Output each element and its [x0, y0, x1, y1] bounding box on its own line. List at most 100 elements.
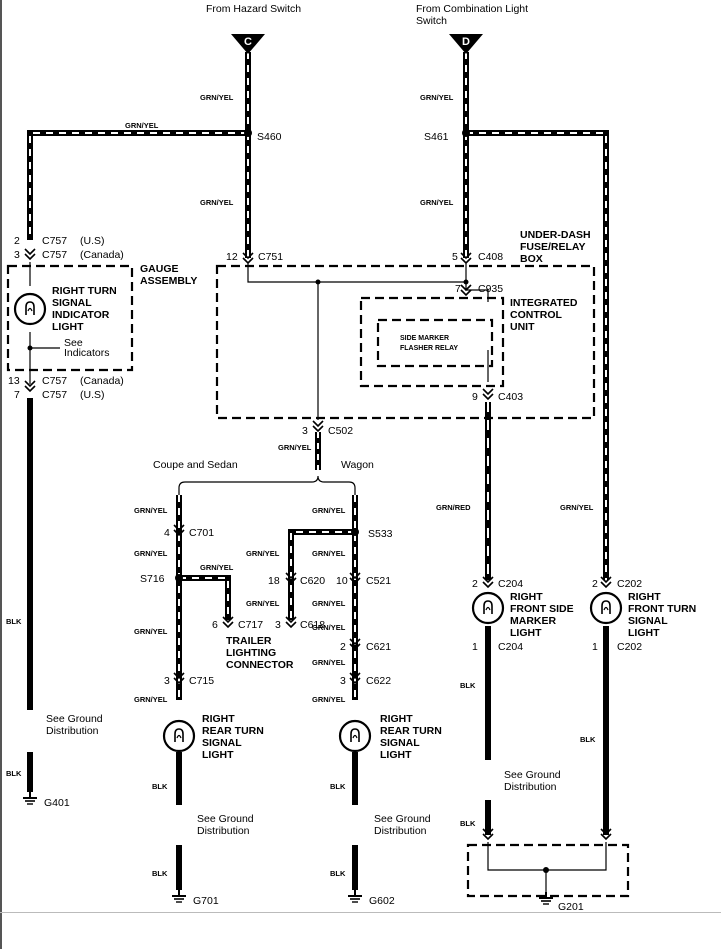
splice-label-s460: S460: [257, 131, 282, 143]
pin-label: 7: [14, 389, 20, 401]
wire-label: BLK: [330, 782, 346, 791]
rear-turn-coupe-label: LIGHT: [202, 749, 234, 761]
pin-label: 10: [336, 575, 348, 587]
wire-label: GRN/YEL: [200, 563, 234, 572]
wire-label: BLK: [460, 819, 476, 828]
wire-label: BLK: [6, 617, 22, 626]
ground-label-g701: G701: [193, 895, 219, 907]
connector-note: (U.S): [80, 389, 105, 401]
connector-label: C620: [300, 575, 325, 587]
wire-s461-to-front-turn: [466, 130, 609, 580]
connector-label: C202: [617, 578, 642, 590]
rear-turn-wagon-label: RIGHT: [380, 713, 413, 725]
wire-label: GRN/YEL: [278, 443, 312, 452]
wire-label: GRN/YEL: [312, 623, 346, 632]
connector-label: C202: [617, 641, 642, 653]
ground-distribution-note: Distribution: [504, 781, 557, 793]
rear-turn-wagon-label: SIGNAL: [380, 737, 420, 749]
wire-label: BLK: [152, 782, 168, 791]
pin-label: 6: [212, 619, 218, 631]
pin-label: 3: [302, 425, 308, 437]
pin-label: 3: [340, 675, 346, 687]
wire-label: BLK: [580, 735, 596, 744]
bulb-indicator-icon: [13, 292, 47, 326]
pin-label: 3: [14, 249, 20, 261]
wire-label: GRN/YEL: [420, 198, 454, 207]
connector-label: C757: [42, 375, 67, 387]
splice-label-s461: S461: [424, 131, 449, 143]
pin-label: 2: [340, 641, 346, 653]
trailer-connector-label: LIGHTING: [226, 647, 276, 659]
front-side-marker-label: RIGHT: [510, 591, 543, 603]
front-side-marker-label: FRONT SIDE: [510, 603, 574, 615]
wire-label: GRN/YEL: [134, 627, 168, 636]
connector-label: C403: [498, 391, 523, 403]
pin-label: 1: [472, 641, 478, 653]
icu-label: INTEGRATED: [510, 297, 578, 309]
pin-label: 7: [455, 283, 461, 295]
indicator-light-label: LIGHT: [52, 321, 84, 333]
pin-label: 2: [592, 578, 598, 590]
connector-label: C715: [189, 675, 214, 687]
gauge-assembly-label: GAUGE: [140, 263, 179, 275]
wire-label: GRN/YEL: [312, 658, 346, 667]
flasher-relay-label: FLASHER RELAY: [400, 345, 458, 352]
page-left-border: [0, 0, 2, 949]
connector-label: C204: [498, 578, 523, 590]
front-turn-signal-label: FRONT TURN: [628, 603, 696, 615]
source-combo-label-1: From Combination Light: [416, 3, 528, 15]
gauge-assembly-box: [6, 264, 134, 372]
source-c-triangle: C: [231, 34, 265, 54]
ground-distribution-note: Distribution: [197, 825, 250, 837]
wire-s460-to-indicator: [27, 130, 248, 240]
trailer-connector-label: TRAILER: [226, 635, 272, 647]
wire-label: BLK: [152, 869, 168, 878]
dashed-boxes: [6, 264, 630, 898]
ground-g602-icon: [347, 889, 363, 903]
wire-label: BLK: [6, 769, 22, 778]
connector-label: C408: [478, 251, 503, 263]
see-indicators-label: See: [64, 337, 83, 349]
connector-note: (Canada): [80, 249, 124, 261]
connector-label: C751: [258, 251, 283, 263]
connector-label: C621: [366, 641, 391, 653]
wire-label: GRN/YEL: [246, 549, 280, 558]
ground-g701-icon: [171, 889, 187, 903]
fuse-box-label: UNDER-DASH: [520, 229, 591, 241]
gauge-assembly-label: ASSEMBLY: [140, 275, 197, 287]
wire-label: GRN/YEL: [246, 599, 280, 608]
bulb-front-turn-icon: [589, 591, 623, 625]
flasher-relay-box: [376, 318, 494, 368]
coupe-sedan-label: Coupe and Sedan: [153, 459, 238, 471]
front-turn-signal-label: RIGHT: [628, 591, 661, 603]
front-turn-signal-label: LIGHT: [628, 627, 660, 639]
ground-distribution-note: See Ground: [374, 813, 431, 825]
rear-turn-wagon-label: LIGHT: [380, 749, 412, 761]
connector-label: C622: [366, 675, 391, 687]
pin-label: 2: [472, 578, 478, 590]
indicator-light-label: RIGHT TURN: [52, 285, 117, 297]
pin-label: 5: [452, 251, 458, 263]
connector-note: (U.S): [80, 235, 105, 247]
rear-turn-coupe-label: RIGHT: [202, 713, 235, 725]
connector-label: C757: [42, 235, 67, 247]
trailer-connector-label: CONNECTOR: [226, 659, 294, 671]
pin-label: 3: [164, 675, 170, 687]
source-hazard-label: From Hazard Switch: [206, 3, 301, 15]
internal-lines: [29, 262, 607, 892]
bulb-front-side-marker-icon: [471, 591, 505, 625]
pin-label: 13: [8, 375, 20, 387]
ground-g401-icon: [22, 791, 38, 805]
wagon-label: Wagon: [341, 459, 374, 471]
icu-label: UNIT: [510, 321, 535, 333]
wire-group: [27, 52, 609, 890]
wire-label: GRN/YEL: [200, 93, 234, 102]
wire-label: GRN/RED: [436, 503, 471, 512]
ground-distribution-note: See Ground: [46, 713, 103, 725]
connector-note: (Canada): [80, 375, 124, 387]
source-combo-label-2: Switch: [416, 15, 447, 27]
wire-label: BLK: [460, 681, 476, 690]
splice-label-s533: S533: [368, 528, 393, 540]
bulb-rear-coupe-icon: [162, 719, 196, 753]
